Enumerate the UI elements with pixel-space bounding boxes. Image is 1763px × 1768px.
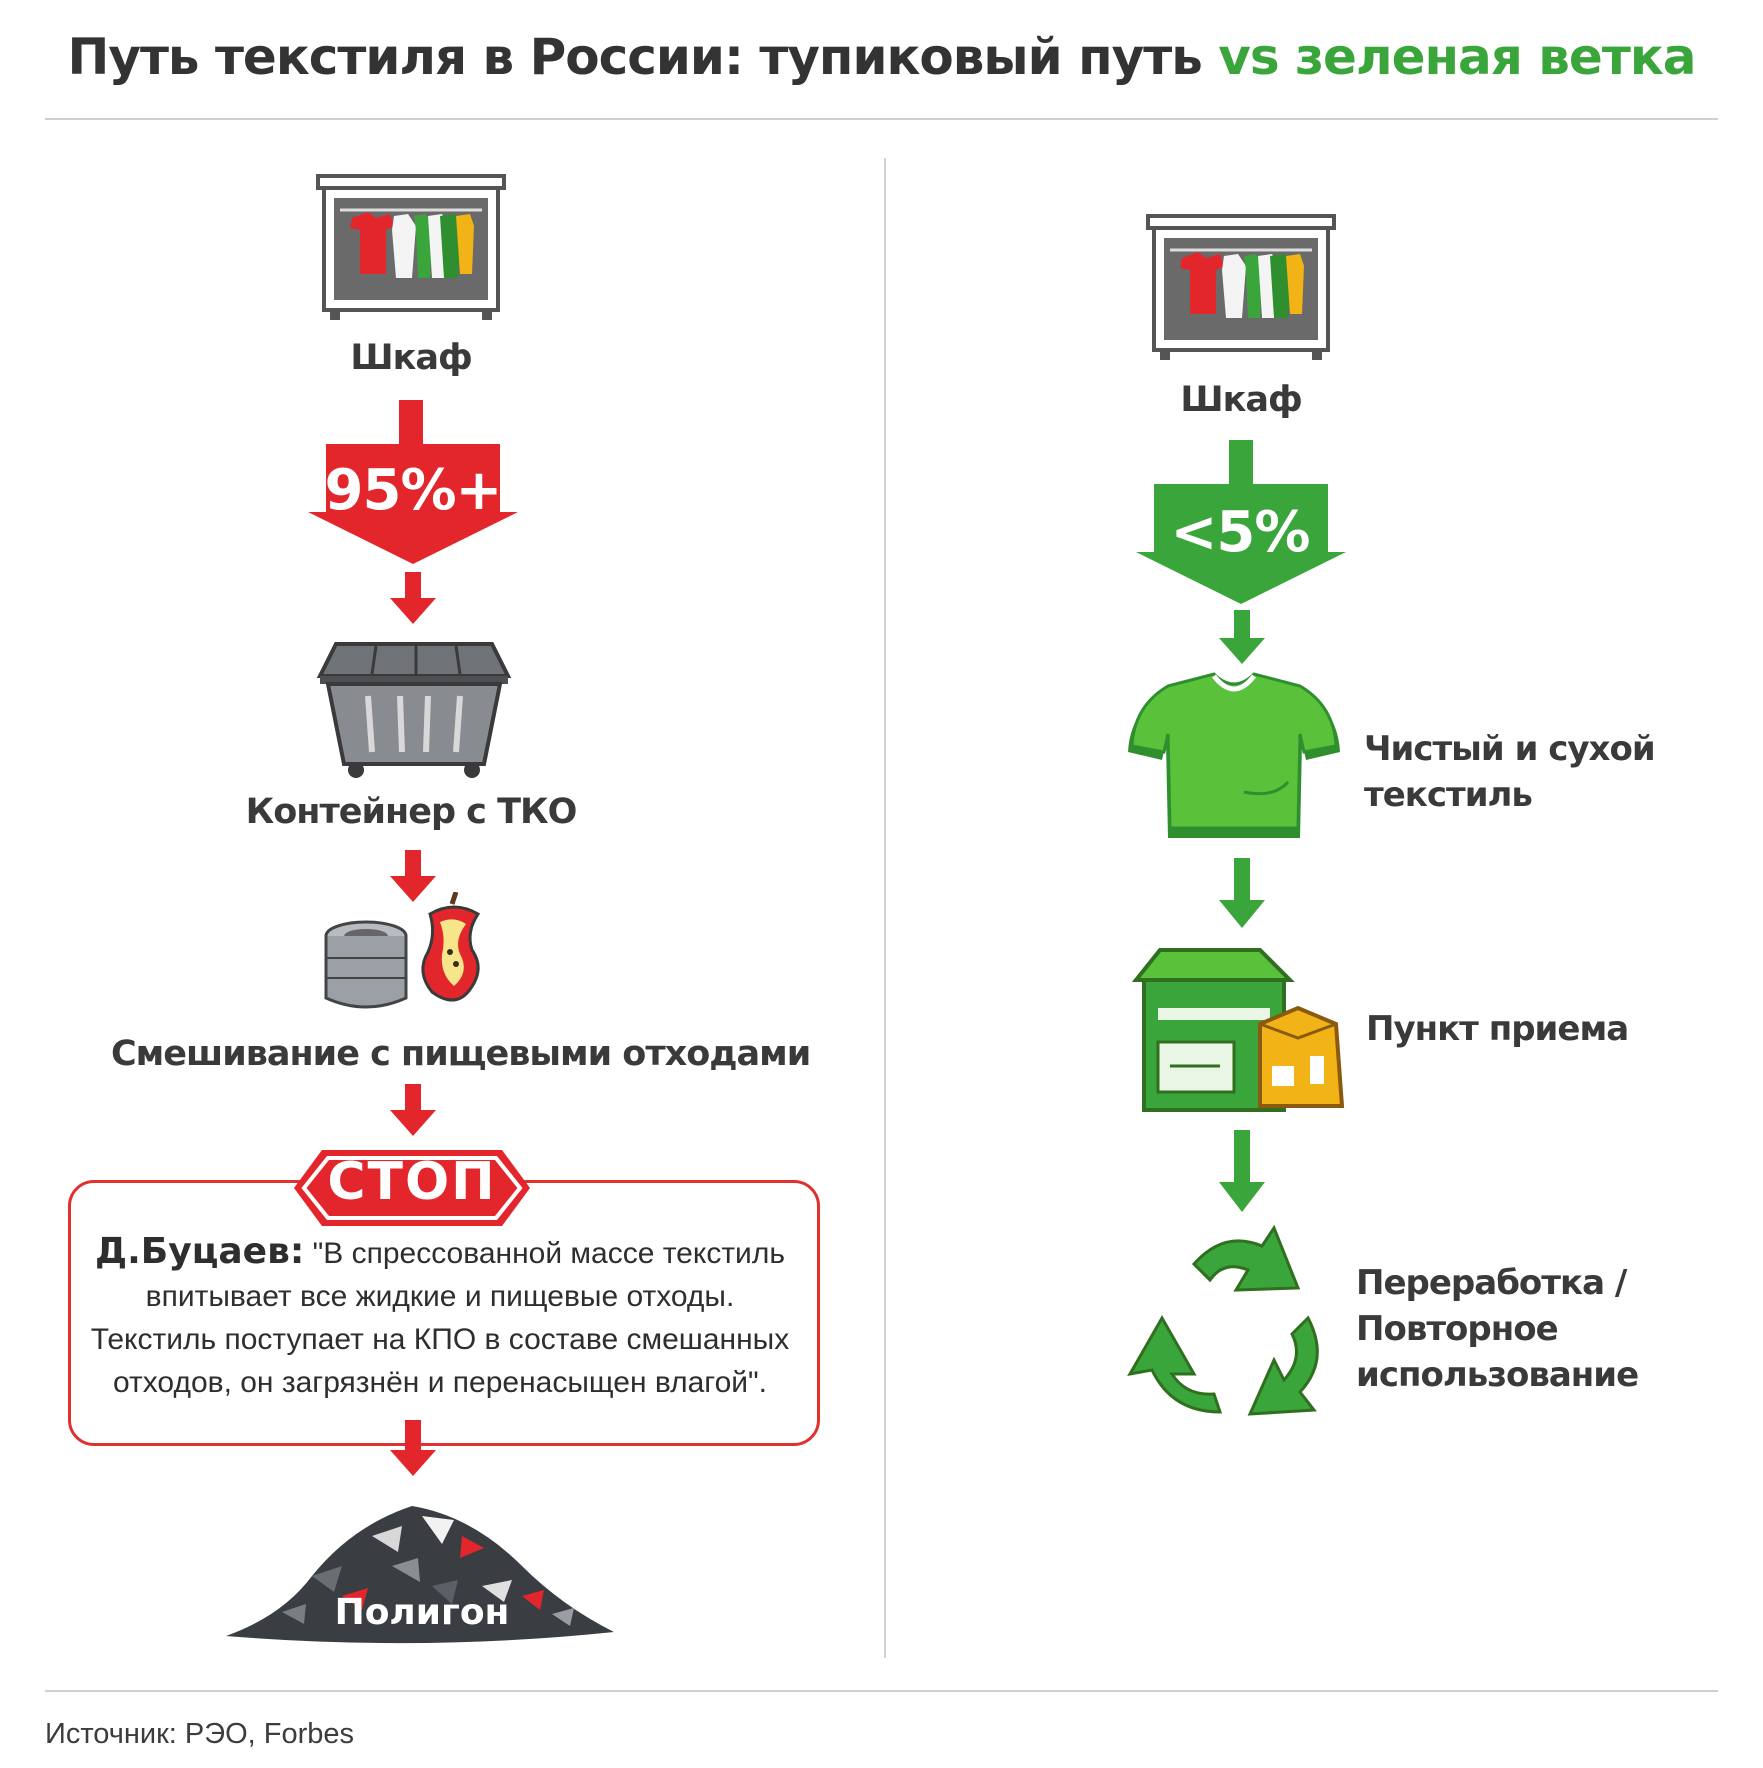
clean-textile-label: Чистый и сухой текстиль <box>1364 729 1656 815</box>
top-divider <box>45 118 1718 120</box>
wardrobe-icon <box>316 174 506 320</box>
source-note: Источник: РЭО, Forbes <box>45 1718 355 1750</box>
page-title: Путь текстиля в России: тупиковый путь v… <box>0 28 1763 86</box>
arrow-down-icon <box>390 572 436 624</box>
arrow-down-icon <box>390 1420 436 1476</box>
big-arrow-green <box>1136 440 1346 604</box>
arrow-down-icon <box>390 1084 436 1136</box>
arrow-down-icon <box>1219 1130 1265 1212</box>
collection-point-label: Пункт приема <box>1366 1009 1629 1049</box>
waste-container-icon <box>316 642 512 778</box>
percent-green: <5% <box>1170 500 1311 565</box>
arrow-down-icon <box>1219 610 1265 664</box>
recycling-icon <box>1127 1224 1319 1416</box>
stop-label: СТОП <box>327 1152 497 1212</box>
collection-point-icon <box>1131 948 1345 1112</box>
container-label: Контейнер с ТКО <box>245 792 578 832</box>
recycling-label: Переработка / Повторное использование <box>1356 1263 1639 1395</box>
tshirt-icon <box>1128 672 1340 838</box>
arrow-down-icon <box>390 850 436 902</box>
wardrobe-label-right: Шкаф <box>1180 380 1302 420</box>
stop-sign-icon <box>294 1150 530 1226</box>
arrow-down-icon <box>1219 858 1265 928</box>
quote-author: Д.Буцаев: <box>95 1231 305 1272</box>
expert-quote: Д.Буцаев: "В спрессованной массе текстил… <box>90 1230 790 1404</box>
mixing-label: Смешивание с пищевыми отходами <box>111 1034 811 1074</box>
bottom-divider <box>45 1690 1718 1692</box>
column-divider <box>884 158 886 1658</box>
landfill-icon <box>226 1506 614 1644</box>
food-waste-icon <box>324 892 481 1009</box>
title-part-green: vs зеленая ветка <box>1218 28 1696 86</box>
percent-dead-end: 95%+ <box>324 458 503 523</box>
title-part-dead-end: Путь текстиля в России: тупиковый путь <box>67 28 1219 86</box>
wardrobe-label-left: Шкаф <box>350 338 472 378</box>
landfill-label: Полигон <box>334 1592 510 1633</box>
wardrobe-icon <box>1146 214 1336 360</box>
big-arrow-red <box>308 400 518 564</box>
quote-text: "В спрессованной массе текстиль впитывае… <box>90 1237 790 1399</box>
